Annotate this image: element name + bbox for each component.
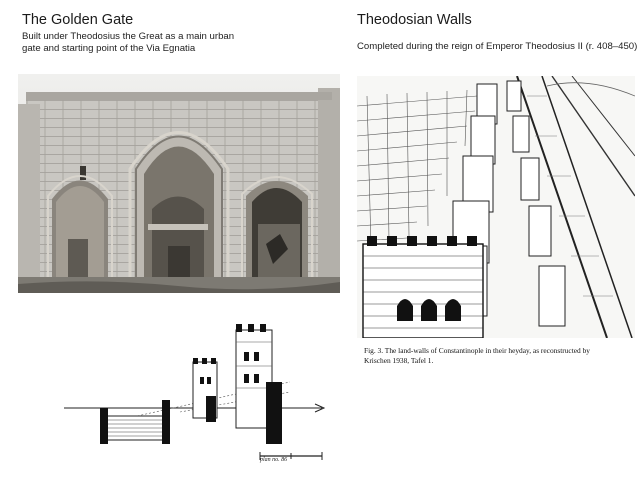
- golden-gate-title: The Golden Gate: [22, 12, 134, 28]
- plan-number-note: plan no. 86: [260, 457, 288, 463]
- figure-caption-line1: Fig. 3. The land-walls of Constantinople…: [364, 346, 590, 355]
- theodosian-walls-drawing: [357, 76, 635, 338]
- figure-caption-line2: Krischen 1938, Tafel 1.: [364, 356, 434, 365]
- golden-gate-section-drawing: [60, 322, 330, 472]
- theodosian-walls-subtitle: Completed during the reign of Emperor Th…: [357, 41, 638, 52]
- theodosian-walls-drawing-image: [357, 76, 635, 338]
- golden-gate-subtitle-line2: gate and starting point of the Via Egnat…: [22, 43, 196, 54]
- golden-gate-photo: [18, 74, 340, 293]
- golden-gate-photo-image: [18, 74, 340, 293]
- golden-gate-section-image: [64, 324, 326, 460]
- golden-gate-subtitle-line1: Built under Theodosius the Great as a ma…: [22, 31, 235, 42]
- theodosian-walls-title: Theodosian Walls: [357, 12, 472, 28]
